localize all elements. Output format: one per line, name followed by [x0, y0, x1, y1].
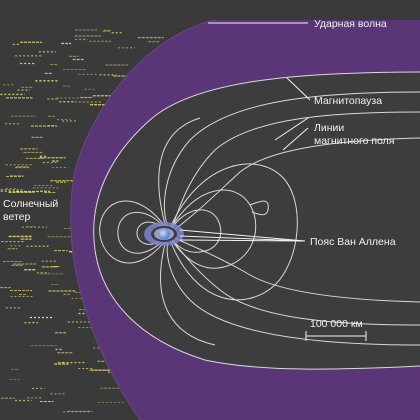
field-line-closed-medium — [169, 189, 257, 269]
label-magnetopause: Магнитопауза — [314, 95, 382, 107]
scale-bar — [305, 331, 367, 341]
label-field-lines-1: Линии — [314, 122, 344, 134]
field-line-day-lower — [160, 239, 216, 346]
earth — [158, 228, 170, 240]
leader-van-allen-3 — [179, 239, 306, 242]
field-line-day-medium — [117, 211, 167, 254]
leader-van-allen-2 — [179, 235, 306, 242]
leader-lines — [179, 22, 311, 242]
magnetosphere-region — [93, 72, 420, 370]
label-scale: 100 000 км — [310, 318, 363, 330]
leader-field-lines-1 — [274, 117, 309, 141]
bow-shock-line — [70, 19, 216, 420]
field-line-closed-large — [169, 163, 298, 301]
label-field-lines-2: магнитного поля — [314, 135, 394, 147]
label-van-allen: Пояс Ван Аллена — [310, 236, 396, 248]
leader-van-allen-1 — [179, 229, 306, 242]
field-line-tail-upper-1 — [163, 91, 420, 229]
field-line-closed-small — [169, 209, 222, 253]
label-bow-shock: Ударная волна — [314, 18, 387, 30]
magnetopause-line — [93, 71, 420, 370]
field-line-tail-lower-1 — [166, 239, 420, 346]
field-line-day-large — [99, 200, 167, 264]
magnetic-field-lines — [93, 71, 420, 370]
label-solar-wind-2: ветер — [3, 211, 30, 223]
leader-field-lines-2 — [282, 127, 309, 151]
field-line-kink — [249, 200, 269, 216]
leader-magnetopause — [286, 77, 311, 101]
field-line-tail-upper-2 — [171, 111, 420, 229]
label-solar-wind-1: Солнечный — [3, 198, 58, 210]
field-line-day-upper — [158, 117, 201, 229]
field-line-tail-lower-3 — [173, 237, 420, 303]
